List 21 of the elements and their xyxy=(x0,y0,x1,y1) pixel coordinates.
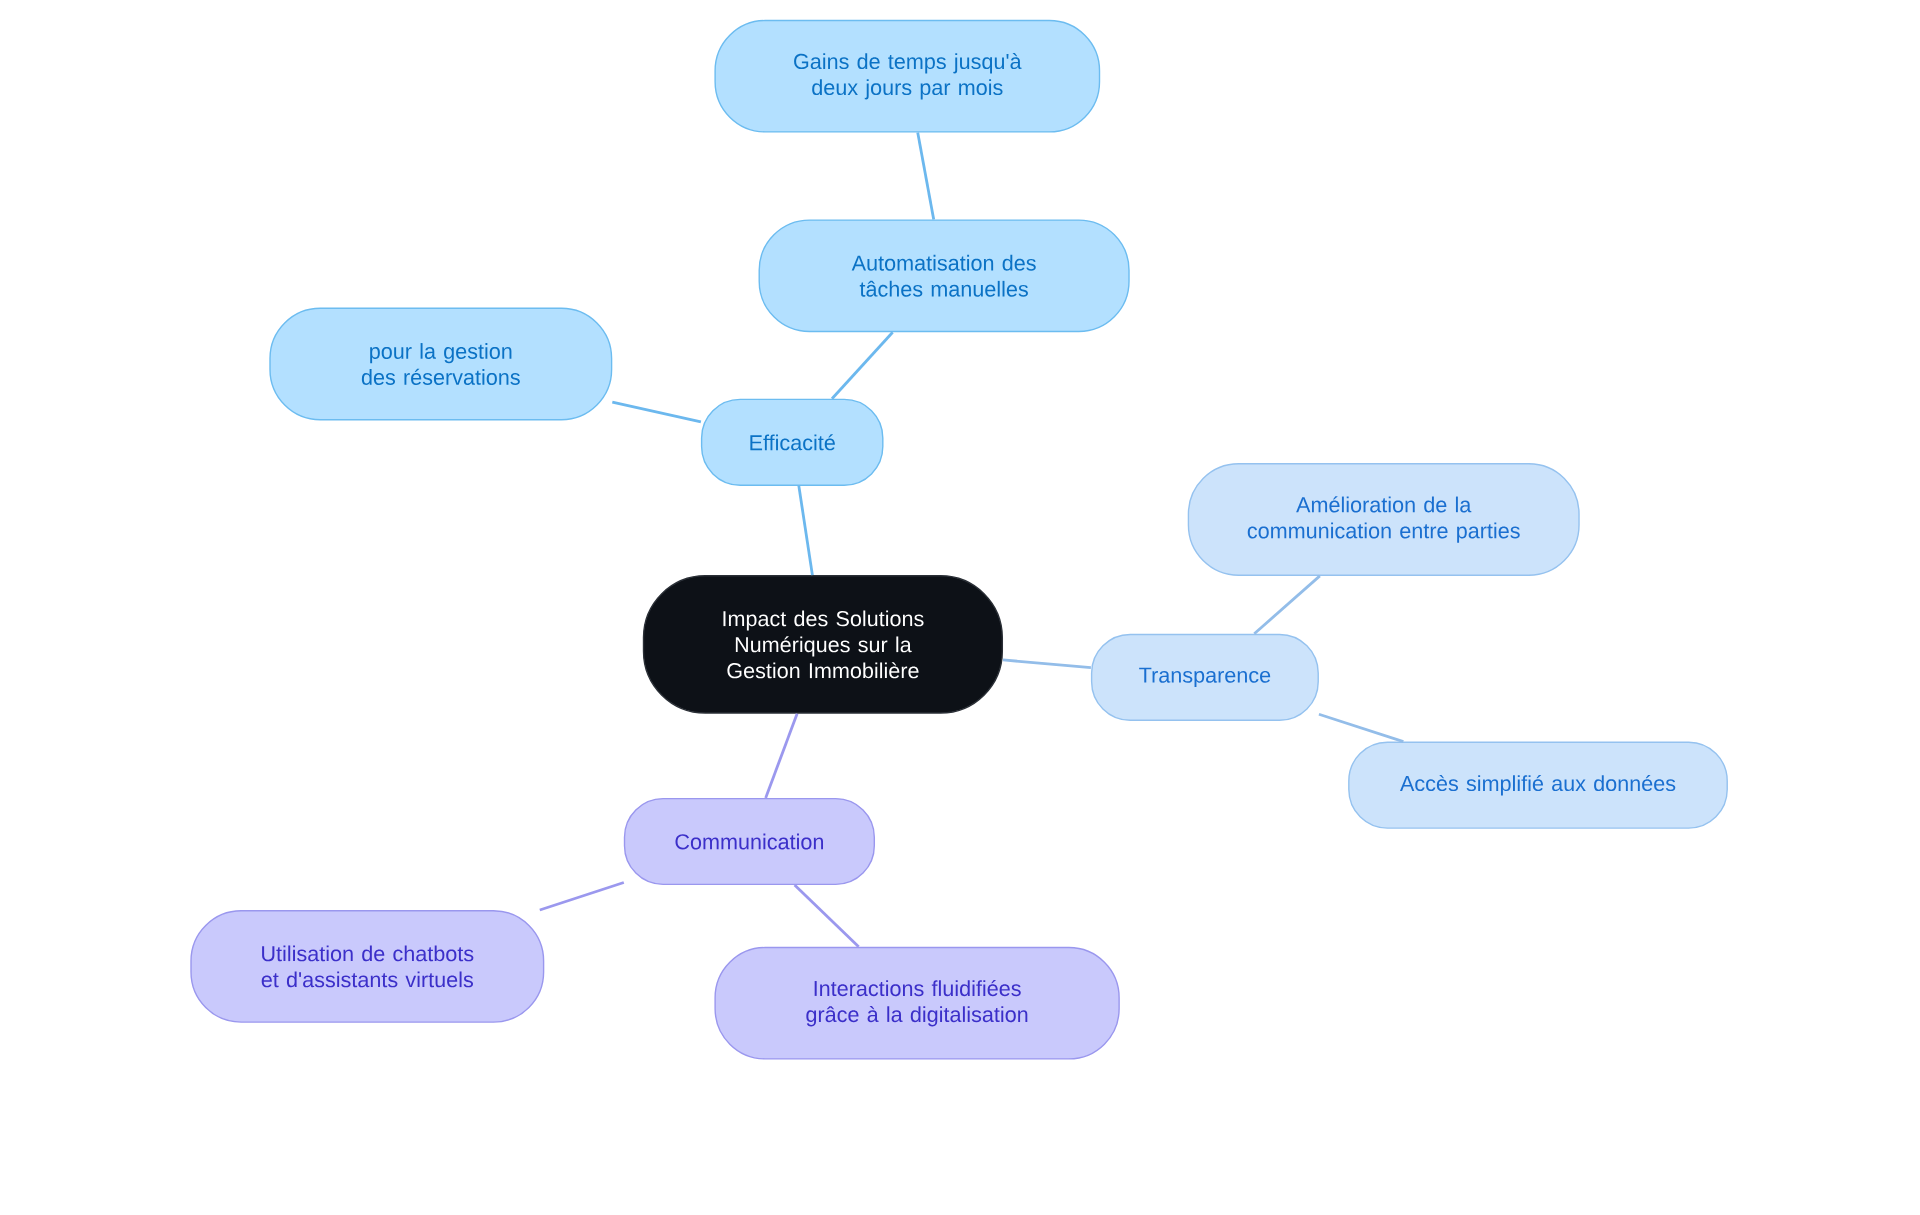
central-topic-box: Impact des Solutions Numériques sur la Gestion Immobilière xyxy=(642,575,1004,714)
connector-line xyxy=(539,881,625,912)
connector-line xyxy=(830,331,894,400)
topic-box: pour la gestion des réservations xyxy=(269,307,613,421)
connector-line xyxy=(1253,574,1321,635)
connector-line xyxy=(612,400,702,424)
connector-line xyxy=(1002,658,1092,669)
topic-box: Accès simplifié aux données xyxy=(1348,741,1728,829)
connector-line xyxy=(1318,712,1404,743)
topic-box: Interactions fluidifiées grâce à la digitalisation xyxy=(714,946,1120,1060)
topic-box: Gains de temps jusqu'à deux jours par mois xyxy=(714,19,1101,133)
connector-line xyxy=(764,713,799,799)
topic-box: Utilisation de chatbots et d'assistants virtuels xyxy=(190,910,545,1023)
topic-box: Efficacité xyxy=(700,398,884,486)
topic-box: Amélioration de la communication entre parties xyxy=(1187,463,1580,576)
topic-box: Transparence xyxy=(1090,633,1319,721)
topic-box: Communication xyxy=(623,797,876,886)
connector-line xyxy=(916,132,936,220)
connector-line xyxy=(793,884,860,948)
connector-line xyxy=(797,485,814,576)
topic-box: Automatisation des tâches manuelles xyxy=(758,219,1130,333)
